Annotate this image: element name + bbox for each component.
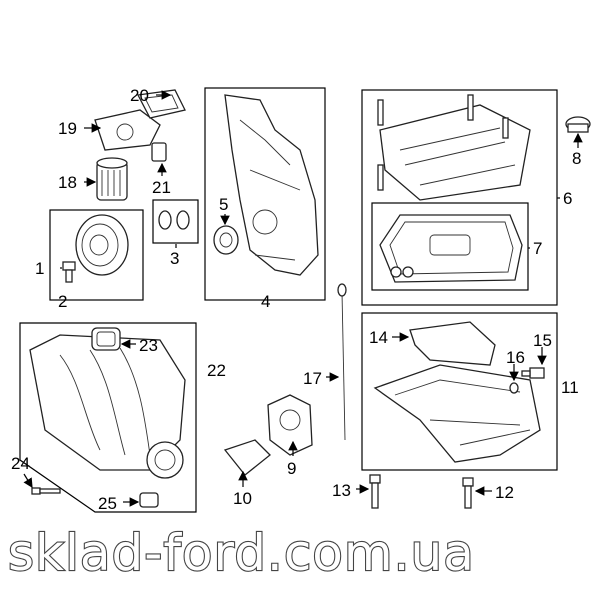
callout-10: 10	[233, 489, 252, 508]
box-timing-cover	[204, 87, 326, 301]
callout-15: 15	[533, 331, 552, 350]
leader-lines	[23, 90, 583, 507]
callout-6: 6	[563, 189, 572, 208]
bolt-12	[462, 477, 474, 509]
bolt-13	[369, 474, 381, 509]
callout-13: 13	[332, 481, 351, 500]
callout-7: 7	[533, 239, 542, 258]
callout-4: 4	[261, 292, 270, 311]
oil-pressure-sensor	[151, 142, 167, 162]
intake-manifold	[29, 334, 186, 479]
baffle-plate	[409, 321, 496, 366]
front-seal	[213, 225, 239, 255]
drain-plug	[521, 367, 545, 379]
valve-cover-gasket	[379, 214, 523, 283]
callout-22: 22	[207, 361, 226, 380]
callout-20: 20	[130, 86, 149, 105]
timing-cover	[224, 94, 319, 276]
dipstick	[337, 283, 347, 441]
oil-filter	[96, 157, 128, 201]
sensor-10	[223, 439, 271, 476]
engine-mount	[267, 394, 313, 456]
box-oil-pan	[361, 312, 558, 471]
pulley-bolt	[62, 261, 76, 283]
callout-9: 9	[287, 459, 296, 478]
oil-filter-adapter	[94, 109, 161, 151]
callout-8: 8	[572, 149, 581, 168]
oil-pan	[373, 364, 541, 463]
callout-17: 17	[303, 369, 322, 388]
washer	[509, 382, 519, 394]
callout-5: 5	[219, 195, 228, 214]
box-pulley-group	[49, 209, 144, 301]
box-intake-manifold	[19, 322, 197, 513]
callout-18: 18	[58, 173, 77, 192]
crankshaft-pulley	[75, 214, 129, 276]
callout-11: 11	[561, 378, 579, 397]
bolt-24	[31, 487, 61, 495]
oil-filler-cap	[565, 116, 591, 133]
callout-3: 3	[170, 249, 179, 268]
box-seal-group	[152, 199, 199, 244]
seals	[158, 210, 190, 230]
callout-1: 1	[35, 259, 44, 278]
callout-19: 19	[58, 119, 77, 138]
box-gasket	[371, 202, 529, 291]
callout-12: 12	[495, 483, 514, 502]
callout-2: 2	[58, 292, 67, 311]
callout-24: 24	[11, 454, 30, 473]
callout-14: 14	[369, 328, 388, 347]
sensor-25	[139, 492, 159, 508]
manifold-gasket	[91, 327, 121, 351]
callout-16: 16	[506, 348, 525, 367]
callout-25: 25	[98, 494, 117, 513]
watermark: sklad-ford.com.ua	[8, 524, 475, 582]
callout-21: 21	[152, 178, 171, 197]
callout-23: 23	[139, 336, 158, 355]
valve-cover	[377, 94, 531, 201]
